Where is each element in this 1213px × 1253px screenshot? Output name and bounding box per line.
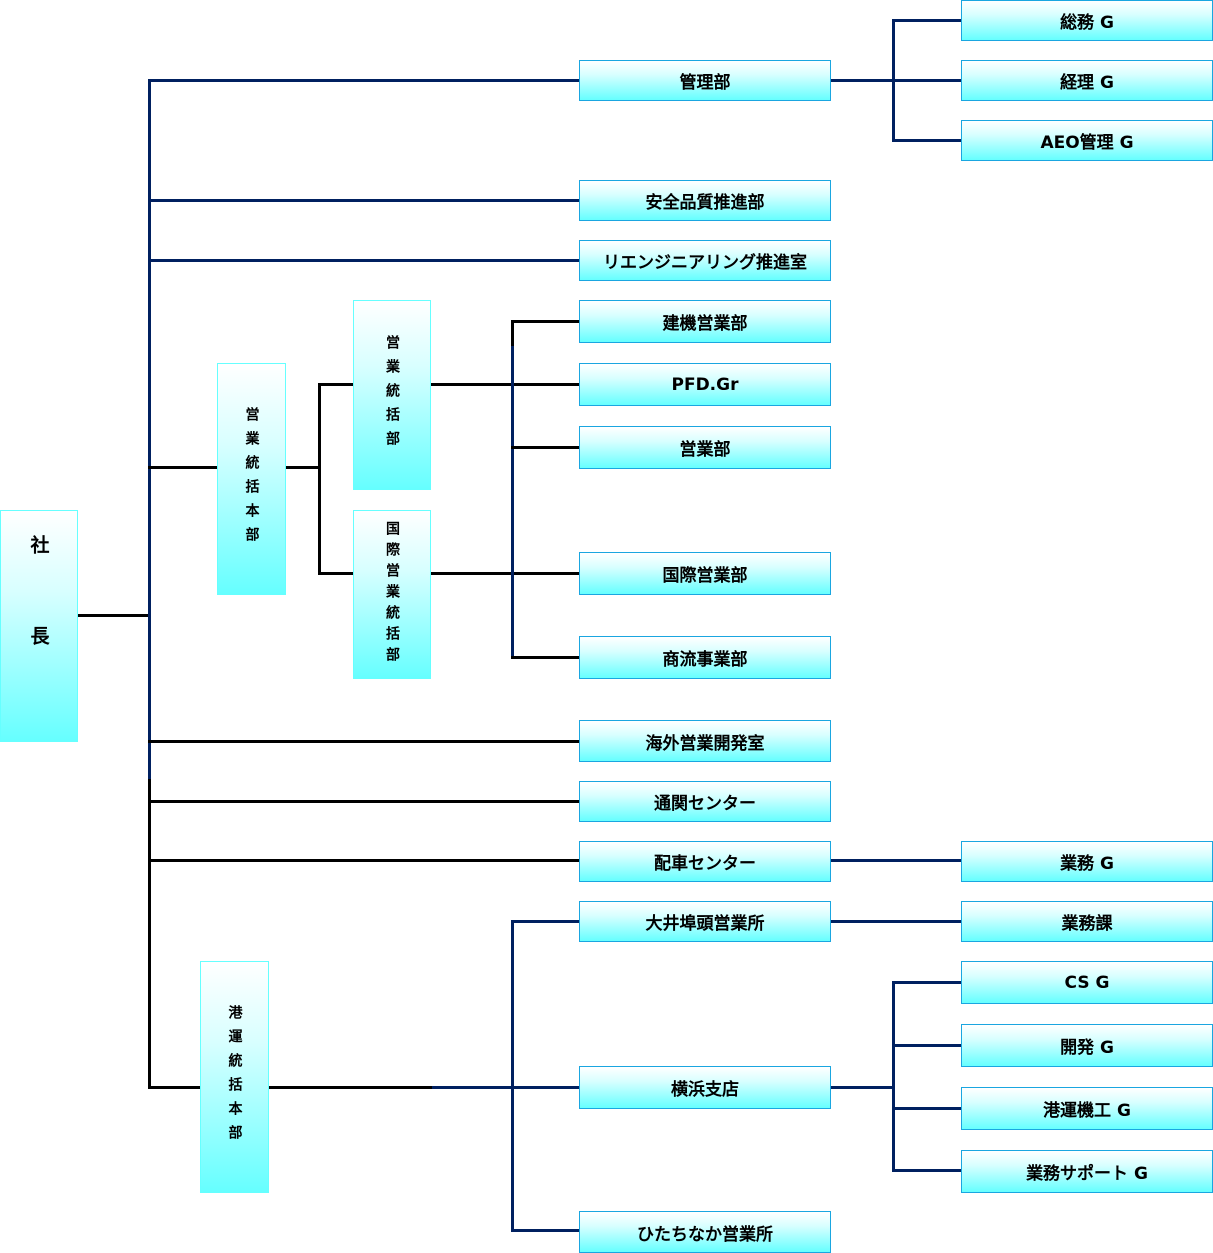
dept-tsukan[interactable]: 通関センター: [579, 781, 831, 822]
connector-line: [830, 79, 962, 82]
dept-label: 通関センター: [654, 794, 756, 814]
group-label: AEO管理 G: [1040, 133, 1134, 153]
connector-line: [430, 383, 580, 386]
dept-label: 配車センター: [654, 854, 756, 874]
office-label: 大井埠頭営業所: [645, 914, 765, 934]
connector-line: [285, 466, 319, 469]
group-label: 経理 G: [1060, 73, 1114, 93]
port-hq-box[interactable]: 港運統括本部: [200, 961, 269, 1193]
group-somu[interactable]: 総務 G: [961, 0, 1213, 41]
connector-line: [148, 859, 580, 862]
connector-line: [511, 446, 580, 449]
connector-line: [511, 1229, 580, 1232]
office-label: 横浜支店: [671, 1080, 739, 1100]
connector-line: [148, 259, 580, 262]
president-box[interactable]: 社長: [0, 510, 78, 742]
connector-line: [892, 981, 895, 1172]
president-label: 社長: [27, 535, 50, 717]
connector-line: [148, 79, 580, 82]
connector-line: [148, 1086, 201, 1089]
group-keiri[interactable]: 経理 G: [961, 60, 1213, 101]
connector-line: [511, 920, 580, 923]
connector-line: [268, 1086, 432, 1089]
dept-pfd[interactable]: PFD.Gr: [579, 363, 831, 406]
group-gyomuka[interactable]: 業務課: [961, 901, 1213, 942]
group-label: 業務 G: [1060, 854, 1114, 874]
office-yokohama[interactable]: 横浜支店: [579, 1066, 831, 1109]
group-label: 総務 G: [1060, 13, 1114, 33]
dept-label: PFD.Gr: [671, 374, 739, 395]
group-gyomu-support[interactable]: 業務サポート G: [961, 1150, 1213, 1193]
port-hq-label: 港運統括本部: [226, 1005, 243, 1149]
connector-line: [830, 920, 962, 923]
dept-label: 営業部: [679, 440, 731, 460]
connector-line: [511, 656, 580, 659]
group-label: 業務課: [1061, 914, 1113, 934]
sales-division-box[interactable]: 営業統括部: [353, 300, 431, 490]
connector-line: [77, 614, 150, 617]
dept-kenki[interactable]: 建機営業部: [579, 300, 831, 343]
group-aeo[interactable]: AEO管理 G: [961, 120, 1213, 161]
dept-kokusai[interactable]: 国際営業部: [579, 552, 831, 595]
dept-kaigai[interactable]: 海外営業開発室: [579, 720, 831, 762]
main-trunk-line: [148, 79, 151, 779]
main-trunk-line: [148, 779, 151, 1088]
group-cs[interactable]: CS G: [961, 961, 1213, 1004]
dept-label: 建機営業部: [662, 314, 748, 334]
dept-label: 海外営業開発室: [645, 733, 765, 754]
connector-line: [892, 19, 895, 142]
connector-line: [432, 1086, 580, 1089]
connector-line: [511, 320, 514, 659]
connector-line: [892, 981, 962, 984]
intl-sales-division-box[interactable]: 国際営業統括部: [353, 510, 431, 679]
division-label: 営業統括部: [384, 335, 400, 455]
dept-label: 安全品質推進部: [645, 193, 765, 213]
group-kowun-kiko[interactable]: 港運機工 G: [961, 1087, 1213, 1130]
group-gyomu[interactable]: 業務 G: [961, 841, 1213, 882]
connector-line: [892, 1169, 962, 1172]
office-hitachinaka[interactable]: ひたちなか営業所: [579, 1211, 831, 1253]
connector-line: [511, 920, 514, 1232]
group-label: 業務サポート G: [1026, 1164, 1148, 1184]
connector-line: [892, 1044, 962, 1047]
connector-line: [430, 572, 580, 575]
sales-hq-label: 営業統括本部: [243, 407, 260, 551]
connector-line: [148, 740, 580, 743]
connector-line: [830, 859, 962, 862]
dept-reeng[interactable]: リエンジニアリング推進室: [579, 240, 831, 281]
dept-label: 管理部: [679, 73, 731, 93]
dept-kanri[interactable]: 管理部: [579, 60, 831, 101]
connector-line: [892, 19, 962, 22]
dept-label: リエンジニアリング推進室: [603, 253, 807, 273]
group-label: CS G: [1064, 972, 1110, 993]
connector-line: [148, 466, 218, 469]
office-label: ひたちなか営業所: [637, 1224, 773, 1245]
connector-line: [892, 1107, 962, 1110]
sales-hq-box[interactable]: 営業統括本部: [217, 363, 286, 595]
group-kaihatsu[interactable]: 開発 G: [961, 1024, 1213, 1067]
connector-line: [511, 320, 514, 346]
connector-line: [511, 320, 580, 323]
connector-line: [318, 383, 321, 575]
division-label: 国際営業統括部: [384, 521, 400, 668]
group-label: 開発 G: [1060, 1038, 1114, 1058]
dept-label: 国際営業部: [662, 566, 748, 586]
connector-line: [318, 383, 354, 386]
connector-line: [148, 800, 580, 803]
dept-label: 商流事業部: [662, 650, 748, 670]
dept-haisha[interactable]: 配車センター: [579, 841, 831, 882]
connector-line: [318, 572, 354, 575]
connector-line: [148, 199, 580, 202]
dept-shoryu[interactable]: 商流事業部: [579, 636, 831, 679]
connector-line: [892, 139, 962, 142]
office-oi[interactable]: 大井埠頭営業所: [579, 901, 831, 942]
dept-anzen[interactable]: 安全品質推進部: [579, 180, 831, 221]
group-label: 港運機工 G: [1043, 1101, 1131, 1121]
connector-line: [830, 1086, 894, 1089]
dept-eigyo[interactable]: 営業部: [579, 426, 831, 469]
